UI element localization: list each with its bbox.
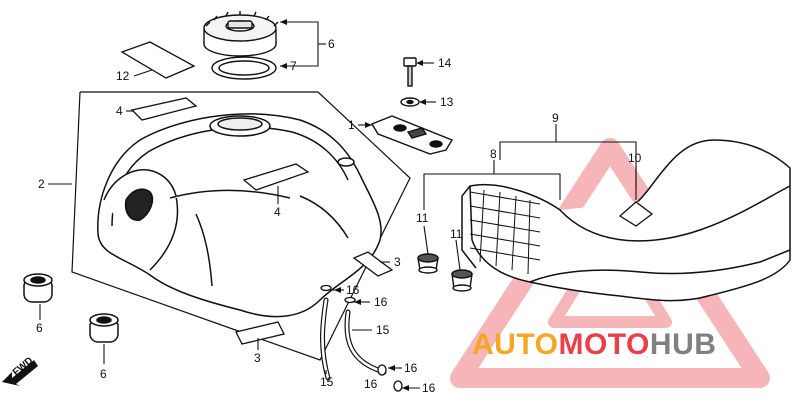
decal-3-bottom [235, 321, 285, 345]
callout-16: 16 [374, 295, 388, 309]
callout-4: 4 [116, 104, 123, 118]
decal-12 [120, 41, 196, 79]
tank-bracket-1 [370, 115, 454, 155]
decal-4-side [242, 163, 310, 191]
callout-7: 7 [290, 59, 297, 73]
watermark-text: AUTOMOTOHUB [472, 328, 716, 361]
callout-14: 14 [438, 56, 452, 70]
callout-1: 1 [348, 118, 355, 132]
callout-3: 3 [394, 255, 401, 269]
callout-16: 16 [364, 377, 378, 391]
cushion-bottom [89, 313, 119, 343]
callout-12: 12 [116, 69, 130, 83]
callout-15: 15 [376, 323, 390, 337]
cap-gasket [211, 56, 277, 80]
leader-arrowheads [280, 19, 426, 391]
callout-16: 16 [346, 283, 360, 297]
callout-11: 11 [416, 211, 429, 225]
callout-8: 8 [490, 147, 497, 161]
seat-emblem-10 [618, 201, 654, 227]
hose-15-right-inner [345, 310, 386, 374]
grommet-11-right [451, 269, 473, 292]
callout-numbers: 1 2 3 3 4 4 6 6 6 7 8 9 10 11 11 12 13 1… [36, 37, 642, 395]
callout-16: 16 [404, 361, 418, 375]
callout-4: 4 [274, 205, 281, 219]
callout-9: 9 [552, 111, 559, 125]
seat-base-ribs [469, 189, 541, 275]
decal-4-upper [130, 97, 198, 121]
callout-16: 16 [422, 381, 436, 395]
callout-6: 6 [36, 321, 43, 335]
watermark-moto: MOTO [558, 328, 649, 361]
callout-3: 3 [254, 351, 261, 365]
callout-2: 2 [38, 177, 45, 191]
hose-clips-16 [320, 284, 403, 392]
fuel-tank [97, 113, 382, 318]
grommet-11-left [417, 253, 439, 274]
watermark-hub: HUB [650, 328, 717, 361]
cushion-left [23, 273, 53, 303]
callout-15: 15 [320, 375, 334, 389]
callout-13: 13 [440, 95, 454, 109]
fwd-direction-arrow: FWD [2, 355, 38, 386]
watermark-auto: AUTO [472, 328, 558, 361]
decal-3-small [352, 251, 394, 277]
callout-11: 11 [450, 227, 463, 241]
fuel-cap [203, 11, 279, 57]
callout-6: 6 [100, 367, 107, 381]
bolt-14 [403, 57, 417, 87]
callout-10: 10 [628, 151, 642, 165]
tank-group-outline [71, 91, 411, 361]
leader-lines [39, 21, 637, 389]
callout-6: 6 [328, 37, 335, 51]
washer-13 [400, 97, 420, 107]
